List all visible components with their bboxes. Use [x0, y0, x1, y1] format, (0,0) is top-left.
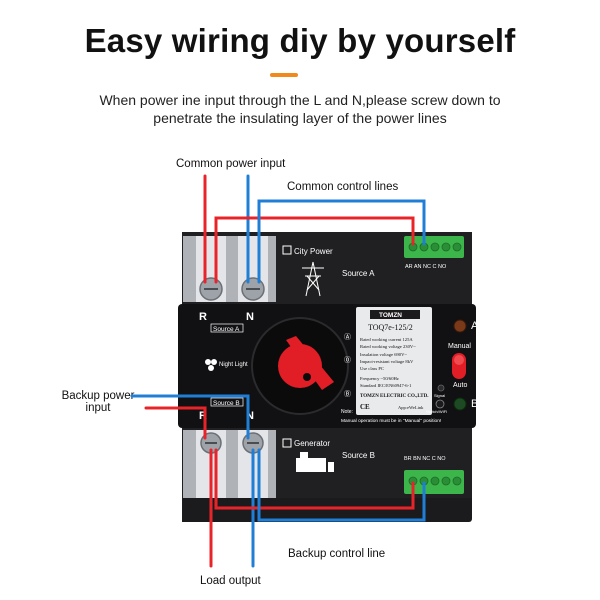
model-label: TOQ7e-125/2 — [368, 323, 413, 332]
generator-icon-box — [282, 438, 292, 448]
wire-control-red — [214, 216, 415, 284]
spec-plate — [356, 307, 432, 415]
symbol-0: ⓪ — [344, 356, 351, 364]
source-a-tag: Source A — [213, 326, 240, 333]
company-label: TOMZN ELECTRIC CO.,LTD. — [360, 394, 429, 399]
manual-label: Manual — [448, 343, 471, 350]
auto-label: Auto — [453, 382, 468, 389]
note-label: Note: — [341, 409, 353, 415]
night-light-label: Night Light — [219, 362, 248, 368]
source-b-tag: Source B — [213, 400, 240, 407]
r-label-top: R — [199, 311, 207, 323]
wire-backup-blue — [130, 394, 250, 440]
callout-backup-power-input: Backup power input — [58, 390, 138, 414]
city-power-icon — [282, 245, 292, 255]
spec-standard: Standard IEC/EN60947-6-1 — [360, 383, 412, 388]
label-b: B — [471, 398, 478, 410]
wire-backup-red — [144, 406, 207, 440]
accent-bar — [270, 73, 298, 77]
pylon-icon — [302, 261, 324, 297]
rotary-knob-handle[interactable] — [278, 336, 334, 390]
indicator-a-led — [453, 319, 467, 333]
spec-insulation: Insulation voltage 690V~ — [360, 352, 407, 357]
symbol-a: Ⓐ — [344, 333, 351, 341]
source-b-tag-box — [210, 397, 244, 407]
source-b-label: Source B — [342, 451, 375, 460]
callout-load-output: Load output — [200, 575, 261, 587]
source-a-tag-box — [210, 323, 244, 333]
note-text: Manual operation must be in "Manual" pos… — [341, 418, 441, 424]
symbol-b: Ⓑ — [344, 390, 351, 398]
headline: Easy wiring diy by yourself — [84, 22, 516, 59]
brand-label: TOMZN — [379, 312, 402, 319]
signal-label: Signal — [434, 393, 445, 398]
switch-wifi-label: Switch/WIFI — [426, 409, 447, 414]
generator-label: Generator — [294, 439, 330, 448]
subtitle-line-1: When power ine input through the L and N… — [99, 92, 501, 108]
callout-backup-power-line2: input — [85, 402, 111, 414]
signal-led — [437, 384, 445, 392]
spec-impulse: Impact-resistant voltage 8kV — [360, 359, 414, 364]
r-label-bottom: R — [199, 410, 207, 422]
ce-mark: CE — [360, 403, 370, 411]
wire-backup-control-blue — [257, 448, 426, 522]
callout-common-control-lines: Common control lines — [287, 181, 399, 193]
wires — [130, 174, 426, 568]
callout-common-power-input: Common power input — [176, 158, 286, 170]
label-a: A — [471, 320, 479, 332]
spec-voltage: Rated working voltage 230V~ — [360, 344, 416, 349]
app-label: App:eWeLink — [398, 405, 424, 410]
top-terminal-labels: AR AN NC C NO — [405, 264, 447, 270]
spec-frequency: Frequency ~50/60Hz — [360, 376, 399, 381]
city-power-label: City Power — [294, 247, 333, 256]
spec-use-class: Use class PC — [360, 366, 384, 371]
wire-control-blue — [257, 199, 426, 284]
switch-wifi-button[interactable] — [435, 399, 445, 409]
bottom-terminal-labels: BR BN NC C NO — [404, 456, 446, 462]
source-a-label: Source A — [342, 269, 375, 278]
callout-backup-control-line: Backup control line — [288, 548, 386, 560]
n-label-bottom: N — [246, 410, 254, 422]
callout-backup-power-line1: Backup power — [61, 390, 135, 402]
n-label-top: N — [246, 311, 254, 323]
subtitle-line-2: penetrate the insulating layer of the po… — [153, 110, 447, 126]
wire-backup-control-red — [214, 448, 415, 510]
brand-bar — [370, 310, 420, 319]
generator-icon — [296, 452, 334, 472]
indicator-b-led — [453, 397, 467, 411]
night-light-icon — [205, 359, 217, 371]
spec-current: Rated working current 125A — [360, 337, 413, 342]
subtitle: When power ine input through the L and N… — [40, 91, 560, 127]
